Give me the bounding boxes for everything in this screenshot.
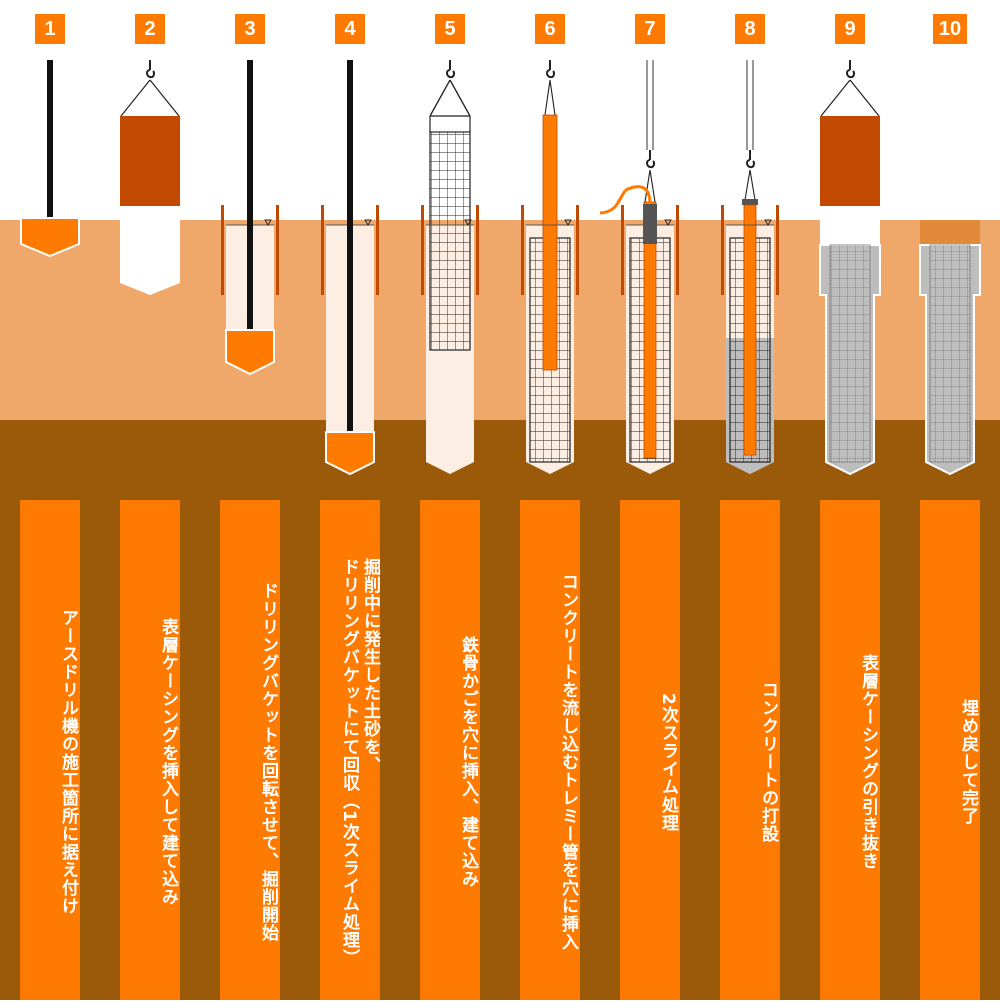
casing-left: [521, 205, 524, 295]
casing-right: [776, 205, 779, 295]
pipe-head: [742, 199, 758, 205]
step-6-illustration: [521, 60, 579, 474]
step-7-illustration: [599, 60, 679, 474]
step-8-caption: コンクリートの打設: [758, 681, 778, 843]
suspension-cables: [646, 60, 654, 150]
kelly-bar: [247, 60, 253, 335]
step-7-caption: 2次スライム処理: [658, 692, 678, 832]
sling-lines: [120, 79, 180, 117]
step-4-illustration: [321, 60, 379, 476]
step-9-caption-panel: 表層ケーシングの引き抜き: [820, 500, 880, 1000]
kelly-bar: [347, 60, 353, 435]
rebar-cage: [829, 244, 871, 463]
casing-hole: [120, 206, 180, 295]
step-8-caption-panel: コンクリートの打設: [720, 500, 780, 1000]
step-3-caption-panel: ドリリングバケットを回転させて、掘削開始: [220, 500, 280, 1000]
sling-lines: [744, 169, 756, 201]
suction-hose: [599, 185, 652, 215]
sling-lines: [644, 169, 656, 203]
suspension-cables: [746, 60, 754, 150]
crane-hook: [646, 150, 655, 169]
step-5-caption: 鉄骨かごを穴に挿入、建て込み: [458, 636, 478, 888]
sling-lines: [820, 79, 880, 117]
step-1-caption: アースドリル機の施工箇所に据え付け: [58, 609, 78, 915]
water-level-mark: [664, 219, 672, 226]
kelly-bar: [47, 60, 53, 220]
rebar-cage: [929, 244, 971, 463]
casing-left: [221, 205, 224, 295]
casing-void: [820, 205, 880, 247]
step-5-illustration: [421, 60, 479, 474]
surface-casing: [820, 116, 880, 206]
step-8-number: 8: [735, 14, 765, 44]
step-7-caption-panel: 2次スライム処理: [620, 500, 680, 1000]
step-10-caption: 埋め戻して完了: [958, 699, 978, 825]
surface-casing: [120, 116, 180, 206]
casing-left: [721, 205, 724, 295]
casing-left: [421, 205, 424, 295]
step-6-caption: コンクリートを流し込むトレミー管を穴に挿入: [558, 573, 578, 951]
step-5-caption-panel: 鉄骨かごを穴に挿入、建て込み: [420, 500, 480, 1000]
step-2-number: 2: [135, 14, 165, 44]
casing-right: [476, 205, 479, 295]
sling-lines: [544, 79, 556, 116]
drilling-bucket: [20, 217, 80, 258]
water-level-mark: [764, 219, 772, 226]
drilling-bucket: [325, 431, 375, 476]
step-9-caption: 表層ケーシングの引き抜き: [858, 654, 878, 870]
rebar-cage: [429, 131, 471, 351]
tremie-pipe: [542, 114, 558, 371]
step-5-number: 5: [435, 14, 465, 44]
step-3-caption: ドリリングバケットを回転させて、掘削開始: [258, 582, 278, 942]
tremie-pipe: [743, 204, 757, 456]
sling-lines: [429, 79, 471, 117]
casing-right: [576, 205, 579, 295]
drilling-bucket: [225, 329, 275, 376]
crane-hook: [846, 60, 855, 79]
step-1-number: 1: [35, 14, 65, 44]
pipe-head: [643, 204, 657, 244]
step-8-illustration: [721, 60, 779, 474]
step-7-number: 7: [635, 14, 665, 44]
step-4-caption: 掘削中に発生した土砂を、 ドリリングバケットにて回収（1次スライム処理）: [339, 557, 380, 967]
step-9-number: 9: [835, 14, 865, 44]
step-10-caption-panel: 埋め戻して完了: [920, 500, 980, 1000]
step-6-number: 6: [535, 14, 565, 44]
casing-right: [676, 205, 679, 295]
step-4-caption-panel: 掘削中に発生した土砂を、 ドリリングバケットにて回収（1次スライム処理）: [320, 500, 380, 1000]
step-2-caption: 表層ケーシングを挿入して建て込み: [158, 618, 178, 906]
casing-right: [376, 205, 379, 295]
water-level-mark: [564, 219, 572, 226]
casing-left: [621, 205, 624, 295]
step-10-number: 10: [933, 14, 967, 44]
casing-right: [276, 205, 279, 295]
crane-hook: [546, 60, 555, 79]
water-level-mark: [264, 219, 272, 226]
step-3-illustration: [221, 60, 279, 376]
water-level-mark: [364, 219, 372, 226]
step-1-caption-panel: アースドリル機の施工箇所に据え付け: [20, 500, 80, 1000]
step-2-illustration: [120, 60, 180, 295]
crane-hook: [146, 60, 155, 79]
step-4-number: 4: [335, 14, 365, 44]
step-1-illustration: [20, 60, 80, 258]
step-3-number: 3: [235, 14, 265, 44]
casing-left: [321, 205, 324, 295]
step-10-illustration: [919, 220, 981, 476]
crane-hook: [746, 150, 755, 169]
step-9-illustration: [819, 60, 881, 476]
backfill: [920, 220, 980, 245]
step-6-caption-panel: コンクリートを流し込むトレミー管を穴に挿入: [520, 500, 580, 1000]
step-2-caption-panel: 表層ケーシングを挿入して建て込み: [120, 500, 180, 1000]
crane-hook: [446, 60, 455, 79]
water-level-mark: [464, 219, 472, 226]
